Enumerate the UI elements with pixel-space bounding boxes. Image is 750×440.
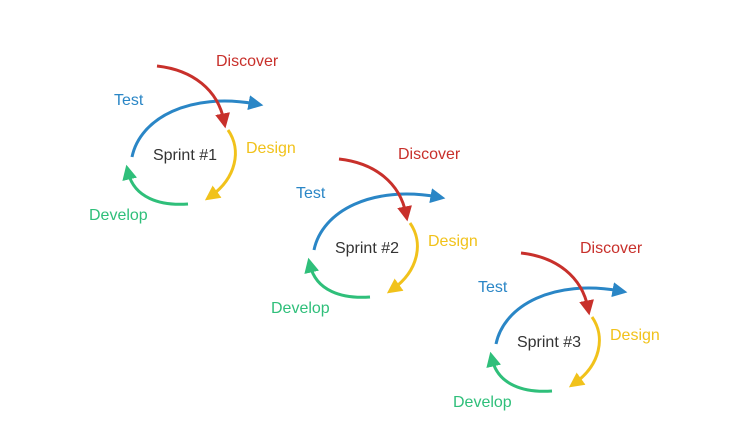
test-arrow xyxy=(494,282,628,345)
test-arrow xyxy=(130,95,264,158)
discover-label: Discover xyxy=(580,240,643,257)
design-arrow xyxy=(204,129,237,201)
discover-arrow xyxy=(520,251,594,316)
develop-label: Develop xyxy=(271,300,330,317)
test-label: Test xyxy=(478,279,508,296)
design-label: Design xyxy=(428,233,478,250)
design-label: Design xyxy=(246,140,296,157)
develop-arrow xyxy=(486,351,553,393)
develop-arrow xyxy=(304,257,371,299)
develop-label: Develop xyxy=(453,394,512,411)
test-label: Test xyxy=(114,92,144,109)
develop-arrow xyxy=(122,164,189,206)
discover-label: Discover xyxy=(216,53,279,70)
sprint-2-cycle: Sprint #2 Discover Test Design Develop xyxy=(271,146,478,317)
discover-arrow xyxy=(338,157,412,222)
design-arrow xyxy=(568,316,601,388)
test-label: Test xyxy=(296,185,326,202)
sprint-1-cycle: Sprint #1 Discover Test Design Develop xyxy=(89,53,296,224)
sprint-3-cycle: Sprint #3 Discover Test Design Develop xyxy=(453,240,660,411)
design-label: Design xyxy=(610,327,660,344)
develop-label: Develop xyxy=(89,207,148,224)
sprint-title: Sprint #3 xyxy=(517,334,581,351)
test-arrow xyxy=(312,188,446,251)
sprint-title: Sprint #2 xyxy=(335,240,399,257)
discover-label: Discover xyxy=(398,146,461,163)
sprint-title: Sprint #1 xyxy=(153,147,217,164)
design-arrow xyxy=(386,222,419,294)
discover-arrow xyxy=(156,64,230,129)
